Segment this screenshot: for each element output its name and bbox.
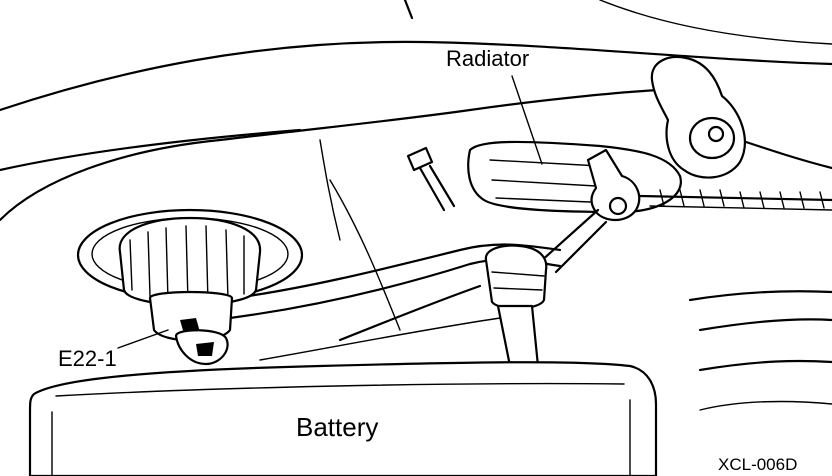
radiator bbox=[467, 140, 832, 274]
radiator-fins bbox=[659, 189, 825, 209]
radiator-leader bbox=[511, 75, 543, 165]
connector-leader bbox=[117, 329, 169, 349]
connector-label: E22-1 bbox=[58, 346, 117, 371]
middle-connector bbox=[484, 244, 548, 368]
battery-label: Battery bbox=[296, 412, 378, 442]
radiator-label: Radiator bbox=[446, 46, 529, 71]
leader-lines bbox=[117, 75, 543, 349]
temp-sensor bbox=[406, 146, 456, 212]
mount-bracket bbox=[650, 55, 746, 179]
battery bbox=[28, 361, 658, 476]
cap-assembly bbox=[76, 208, 304, 366]
hood-contours bbox=[0, 0, 832, 411]
figure-code: XCL-006D bbox=[718, 455, 797, 474]
